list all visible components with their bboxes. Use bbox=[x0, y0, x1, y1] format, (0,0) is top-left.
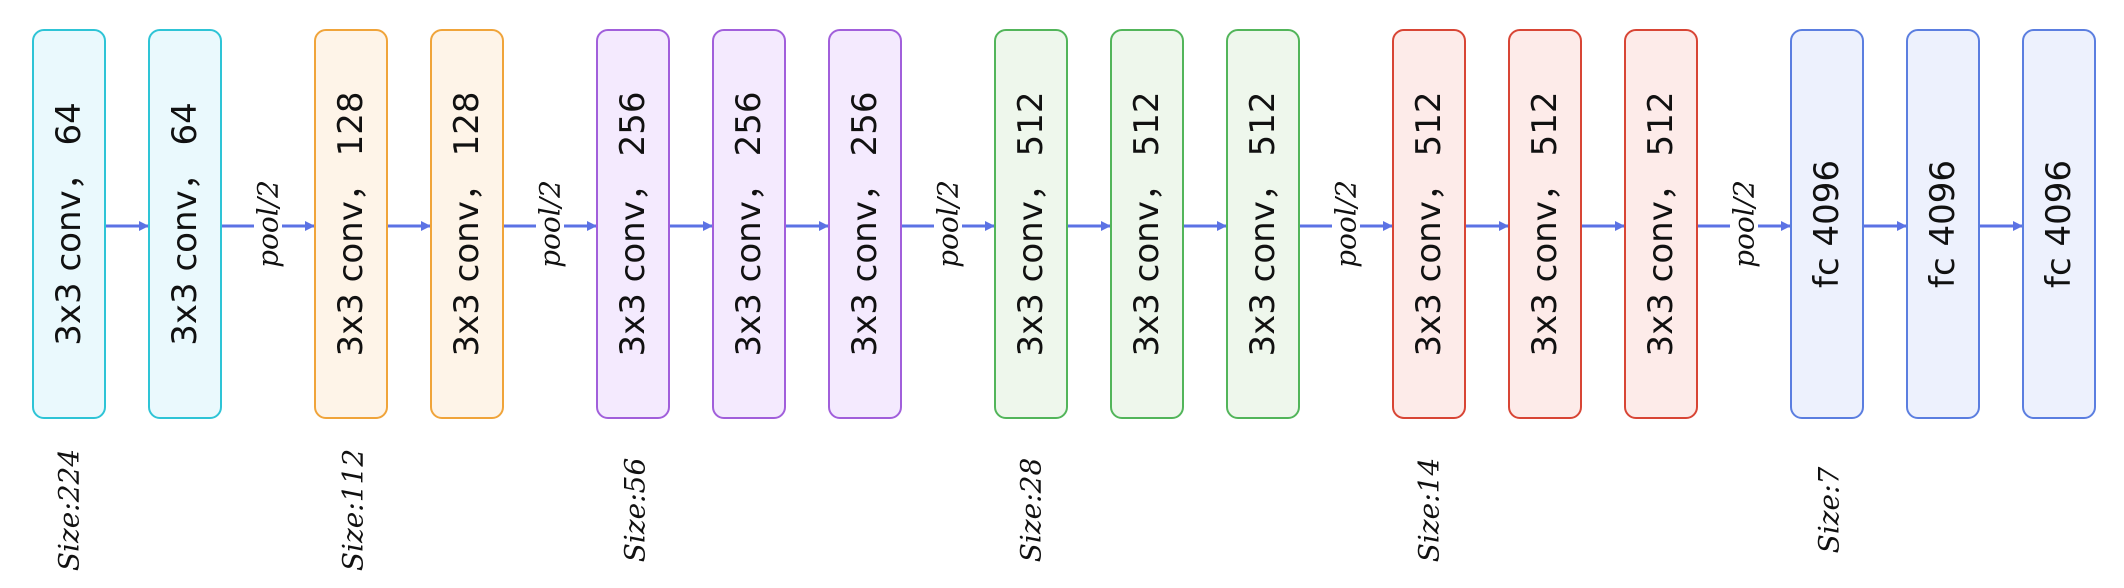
layer-box bbox=[148, 29, 222, 419]
layer-box bbox=[1906, 29, 1980, 419]
layer-label: 3x3 conv， 512 bbox=[1127, 91, 1167, 356]
layer-block: 3x3 conv， 512 bbox=[1508, 29, 1582, 419]
layer-block: fc 4096 bbox=[1790, 29, 1864, 419]
layer-label: 3x3 conv， 128 bbox=[447, 91, 487, 356]
size-label: Size:7 bbox=[1813, 466, 1846, 553]
layer-blocks: 3x3 conv， 64 3x3 conv， 64 3x3 conv， 128 3x3… bbox=[32, 29, 2096, 419]
layer-label: 3x3 conv， 512 bbox=[1243, 91, 1283, 356]
layer-box bbox=[712, 29, 786, 419]
layer-block: fc 4096 bbox=[1906, 29, 1980, 419]
pool-label-background bbox=[1332, 178, 1360, 270]
size-label: Size:56 bbox=[619, 458, 652, 563]
layer-block: 3x3 conv， 512 bbox=[1226, 29, 1300, 419]
layer-block: 3x3 conv， 512 bbox=[1624, 29, 1698, 419]
layer-label: fc 4096 bbox=[1923, 160, 1963, 288]
pool-label-background bbox=[1730, 178, 1758, 270]
layer-block: 3x3 conv， 512 bbox=[1110, 29, 1184, 419]
layer-block: 3x3 conv， 128 bbox=[314, 29, 388, 419]
layer-box bbox=[1110, 29, 1184, 419]
layer-box bbox=[2022, 29, 2096, 419]
layer-block: fc 4096 bbox=[2022, 29, 2096, 419]
layer-box bbox=[994, 29, 1068, 419]
layer-label: 3x3 conv， 256 bbox=[729, 91, 769, 356]
layer-box bbox=[828, 29, 902, 419]
pool-labels: pool/2 pool/2 pool/2 pool/2 pool/2 bbox=[252, 178, 1761, 270]
layer-box bbox=[1624, 29, 1698, 419]
size-label: Size:112 bbox=[337, 449, 370, 571]
layer-block: 3x3 conv， 512 bbox=[994, 29, 1068, 419]
pool-label-background bbox=[934, 178, 962, 270]
layer-block: 3x3 conv， 256 bbox=[596, 29, 670, 419]
layer-label: 3x3 conv， 128 bbox=[331, 91, 371, 356]
layer-box bbox=[430, 29, 504, 419]
size-label: Size:224 bbox=[53, 449, 86, 571]
layer-box bbox=[314, 29, 388, 419]
pool-label: pool/2 bbox=[932, 180, 965, 268]
layer-block: 3x3 conv， 256 bbox=[712, 29, 786, 419]
layer-box bbox=[596, 29, 670, 419]
layer-box bbox=[1392, 29, 1466, 419]
layer-label: 3x3 conv， 512 bbox=[1641, 91, 1681, 356]
layer-label: 3x3 conv， 256 bbox=[613, 91, 653, 356]
layer-box bbox=[1226, 29, 1300, 419]
pool-label-background bbox=[254, 178, 282, 270]
layer-block: 3x3 conv， 64 bbox=[148, 29, 222, 419]
layer-block: 3x3 conv， 512 bbox=[1392, 29, 1466, 419]
layer-label: 3x3 conv， 64 bbox=[49, 102, 89, 345]
layer-box bbox=[32, 29, 106, 419]
pool-label: pool/2 bbox=[252, 180, 285, 268]
layer-block: 3x3 conv， 64 bbox=[32, 29, 106, 419]
pool-label: pool/2 bbox=[534, 180, 567, 268]
layer-box bbox=[1790, 29, 1864, 419]
layer-label: 3x3 conv， 256 bbox=[845, 91, 885, 356]
layer-label: fc 4096 bbox=[2039, 160, 2079, 288]
layer-block: 3x3 conv， 256 bbox=[828, 29, 902, 419]
layer-label: 3x3 conv， 512 bbox=[1011, 91, 1051, 356]
size-label: Size:14 bbox=[1413, 458, 1446, 563]
pool-label-background bbox=[536, 178, 564, 270]
layer-label: 3x3 conv， 512 bbox=[1525, 91, 1565, 356]
layer-label: fc 4096 bbox=[1807, 160, 1847, 288]
layer-label: 3x3 conv， 512 bbox=[1409, 91, 1449, 356]
size-labels: Size:224 Size:112 Size:56 Size:28 Size:14 Siz… bbox=[53, 449, 1846, 571]
layer-label: 3x3 conv， 64 bbox=[165, 102, 205, 345]
layer-box bbox=[1508, 29, 1582, 419]
layer-block: 3x3 conv， 128 bbox=[430, 29, 504, 419]
size-label: Size:28 bbox=[1015, 458, 1048, 563]
pool-label: pool/2 bbox=[1728, 180, 1761, 268]
pool-label: pool/2 bbox=[1330, 180, 1363, 268]
